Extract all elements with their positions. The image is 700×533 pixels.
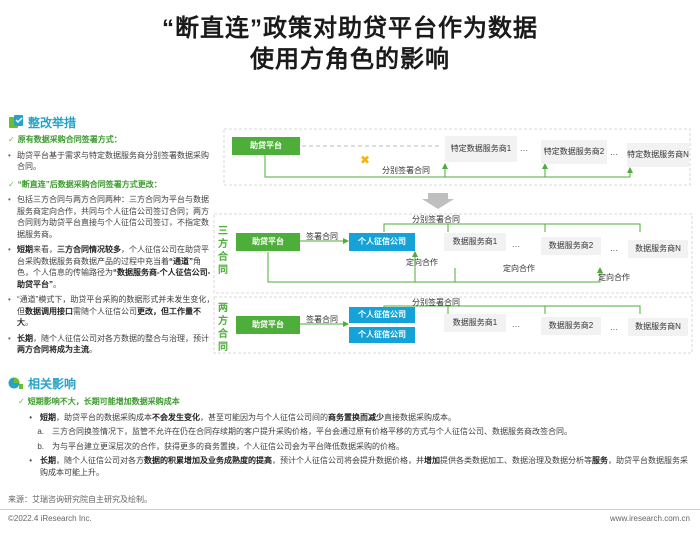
chart-icon <box>8 376 24 390</box>
vendor-box-two-1: 数据服务商1 <box>444 314 506 332</box>
section-heading-reform: 整改举措 <box>8 113 76 131</box>
subheading-after: ✓“断直连”后数据采购合同签署方式更改： <box>8 179 162 189</box>
cross-icon: ✖ <box>360 153 371 167</box>
list-item: •“通道”模式下，助贷平台采购的数据形式并未发生变化，但数据调用接口需随个人征信… <box>8 295 215 327</box>
subheading-original: ✓原有数据采购合同签署方式： <box>8 135 122 144</box>
reform-bullets: ✓原有数据采购合同签署方式： •助贷平台基于需求与特定数据服务商分别签署数据采购… <box>8 134 216 360</box>
two-party-label: 两方合同 <box>218 303 228 353</box>
sep-sign-label-three: 分别签署合同 <box>412 215 460 224</box>
sep-sign-label-top: 分别签署合同 <box>382 166 430 175</box>
dots-three-1: ··· <box>512 242 520 251</box>
footer-url[interactable]: www.iresearch.com.cn <box>609 514 690 523</box>
transition-arrow <box>422 193 454 209</box>
list-item: •长期，随个人征信公司对各方数据的整合与治理，预计两方合同将成为主流。 <box>8 333 209 355</box>
vendor-box-top-2: 特定数据服务商2 <box>541 140 607 164</box>
vendor-box-top-n: 特定数据服务商N <box>627 143 689 167</box>
directed-label-3: 定向合作 <box>598 273 630 282</box>
dots-top-2: ··· <box>610 150 618 159</box>
list-item: a.三方合同换签情况下，监管不允许在仍在合同存续期的客户提升采购价格，平台会通过… <box>37 427 572 436</box>
vendor-box-top-1: 特定数据服务商1 <box>445 136 517 162</box>
dots-three-2: ··· <box>610 246 618 255</box>
list-item: •包括三方合同与两方合同两种：三方合同为平台与数据服务商定向合作，共同与个人征信… <box>8 195 209 239</box>
section-label: 整改举措 <box>28 115 77 130</box>
vendor-box-three-n: 数据服务商N <box>628 240 688 258</box>
list-item: •助贷平台基于需求与特定数据服务商分别签署数据采购合同。 <box>8 150 209 172</box>
vendor-box-three-2: 数据服务商2 <box>541 237 601 255</box>
dots-two-2: ··· <box>610 325 618 334</box>
directed-label-1: 定向合作 <box>406 258 438 267</box>
source-note: 来源：艾瑞咨询研究院自主研究及绘制。 <box>8 495 152 504</box>
section-label: 相关影响 <box>28 376 77 391</box>
page-title-line1: “断直连”政策对助贷平台作为数据 <box>162 15 538 42</box>
checklist-icon <box>8 115 24 129</box>
credit-box-two-b: 个人征信公司 <box>349 327 415 343</box>
vendor-box-two-n: 数据服务商N <box>628 318 688 336</box>
list-item: •长期，随个人征信公司对各方数据的积累增加及业务成熟度的提高，预计个人征信公司将… <box>29 456 688 477</box>
three-party-label: 三方合同 <box>218 226 228 276</box>
platform-box-top: 助贷平台 <box>232 137 300 155</box>
list-item: •短期来看，三方合同情况较多，个人征信公司在助贷平台采购数据服务商数据产品的过程… <box>8 245 211 289</box>
vendor-box-two-2: 数据服务商2 <box>541 317 601 335</box>
dots-top-1: ··· <box>520 146 528 155</box>
copyright: ©2022.4 iResearch Inc. <box>8 514 92 523</box>
footer-divider <box>0 509 700 510</box>
credit-box-three: 个人征信公司 <box>349 233 415 251</box>
platform-box-three: 助贷平台 <box>236 233 300 251</box>
credit-box-two-a: 个人征信公司 <box>349 307 415 323</box>
impact-list: ✓短期影响不大，长期可能增加数据采购成本 •短期，助贷平台的数据采购成本不会发生… <box>18 396 688 481</box>
sep-sign-label-two: 分别签署合同 <box>412 298 460 307</box>
page-title-line2: 使用方角色的影响 <box>250 46 450 73</box>
vendor-box-three-1: 数据服务商1 <box>444 233 506 251</box>
sign-label-two: 签署合同 <box>306 315 338 324</box>
platform-box-two: 助贷平台 <box>236 316 300 334</box>
section-heading-impact: 相关影响 <box>8 374 76 392</box>
sign-label-three: 签署合同 <box>306 232 338 241</box>
list-item: •短期，助贷平台的数据采购成本不会发生变化，甚至可能因为与个人征信公司间的商务置… <box>29 412 456 422</box>
directed-label-2: 定向合作 <box>503 264 535 273</box>
impact-subheading: ✓短期影响不大，长期可能增加数据采购成本 <box>18 397 180 406</box>
dots-two-1: ··· <box>512 322 520 331</box>
three-sep-sign-link <box>383 223 641 232</box>
list-item: b.为与平台建立更深层次的合作，获得更多的商务置换，个人征信公司会为平台降低数据… <box>37 441 404 451</box>
